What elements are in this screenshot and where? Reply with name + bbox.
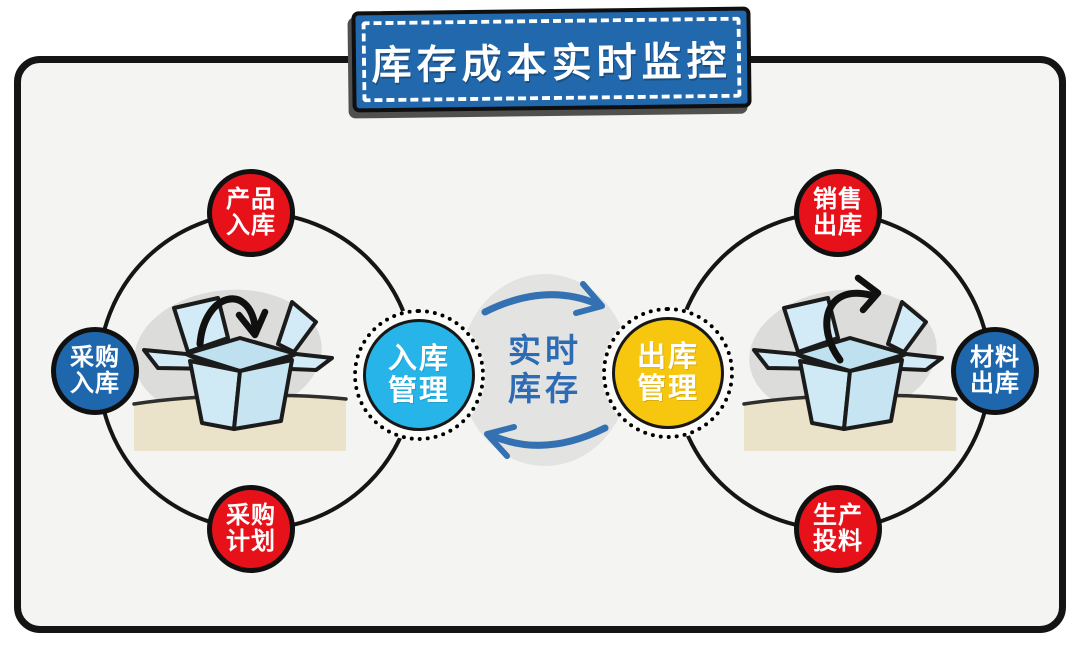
node-label: 采购 xyxy=(226,501,276,529)
realtime-inventory-label: 实时 库存 xyxy=(460,274,630,466)
hub-outbound-management: 出库 管理 xyxy=(602,307,734,439)
title-banner: 库存成本实时监控 xyxy=(351,6,752,113)
open-box-arrow-out-icon xyxy=(742,274,958,451)
hub-label: 管理 xyxy=(387,375,450,407)
cycle-arrows-icon xyxy=(481,281,609,459)
hub-inbound-management: 入库 管理 xyxy=(353,309,485,441)
hub-label: 管理 xyxy=(636,373,699,405)
node-material-outbound: 材料 出库 xyxy=(951,327,1039,415)
node-label: 出库 xyxy=(813,212,863,239)
node-purchase-plan: 采购 计划 xyxy=(207,485,295,573)
realtime-inventory-line2: 库存 xyxy=(508,370,582,407)
node-label: 入库 xyxy=(226,212,276,239)
node-label: 材料 xyxy=(970,343,1020,371)
node-label: 销售 xyxy=(813,185,863,213)
node-label: 入库 xyxy=(70,370,120,397)
hub-label: 出库 xyxy=(636,340,699,373)
node-label: 生产 xyxy=(813,501,863,529)
node-product-inbound: 产品 入库 xyxy=(207,169,295,257)
node-label: 出库 xyxy=(970,370,1020,397)
node-label: 采购 xyxy=(70,343,120,371)
node-purchase-inbound: 采购 入库 xyxy=(51,327,139,415)
node-label: 计划 xyxy=(226,528,276,555)
node-label: 产品 xyxy=(226,185,276,213)
realtime-inventory-line1: 实时 xyxy=(508,332,582,370)
open-box-arrow-in-icon xyxy=(132,289,348,451)
hub-label: 入库 xyxy=(387,342,450,375)
page-title: 库存成本实时监控 xyxy=(371,39,732,88)
hub-inbound-circle: 入库 管理 xyxy=(363,319,475,431)
node-sales-outbound: 销售 出库 xyxy=(794,169,882,257)
node-label: 投料 xyxy=(813,528,863,555)
node-production-issue: 生产 投料 xyxy=(794,485,882,573)
hub-outbound-circle: 出库 管理 xyxy=(612,317,724,429)
